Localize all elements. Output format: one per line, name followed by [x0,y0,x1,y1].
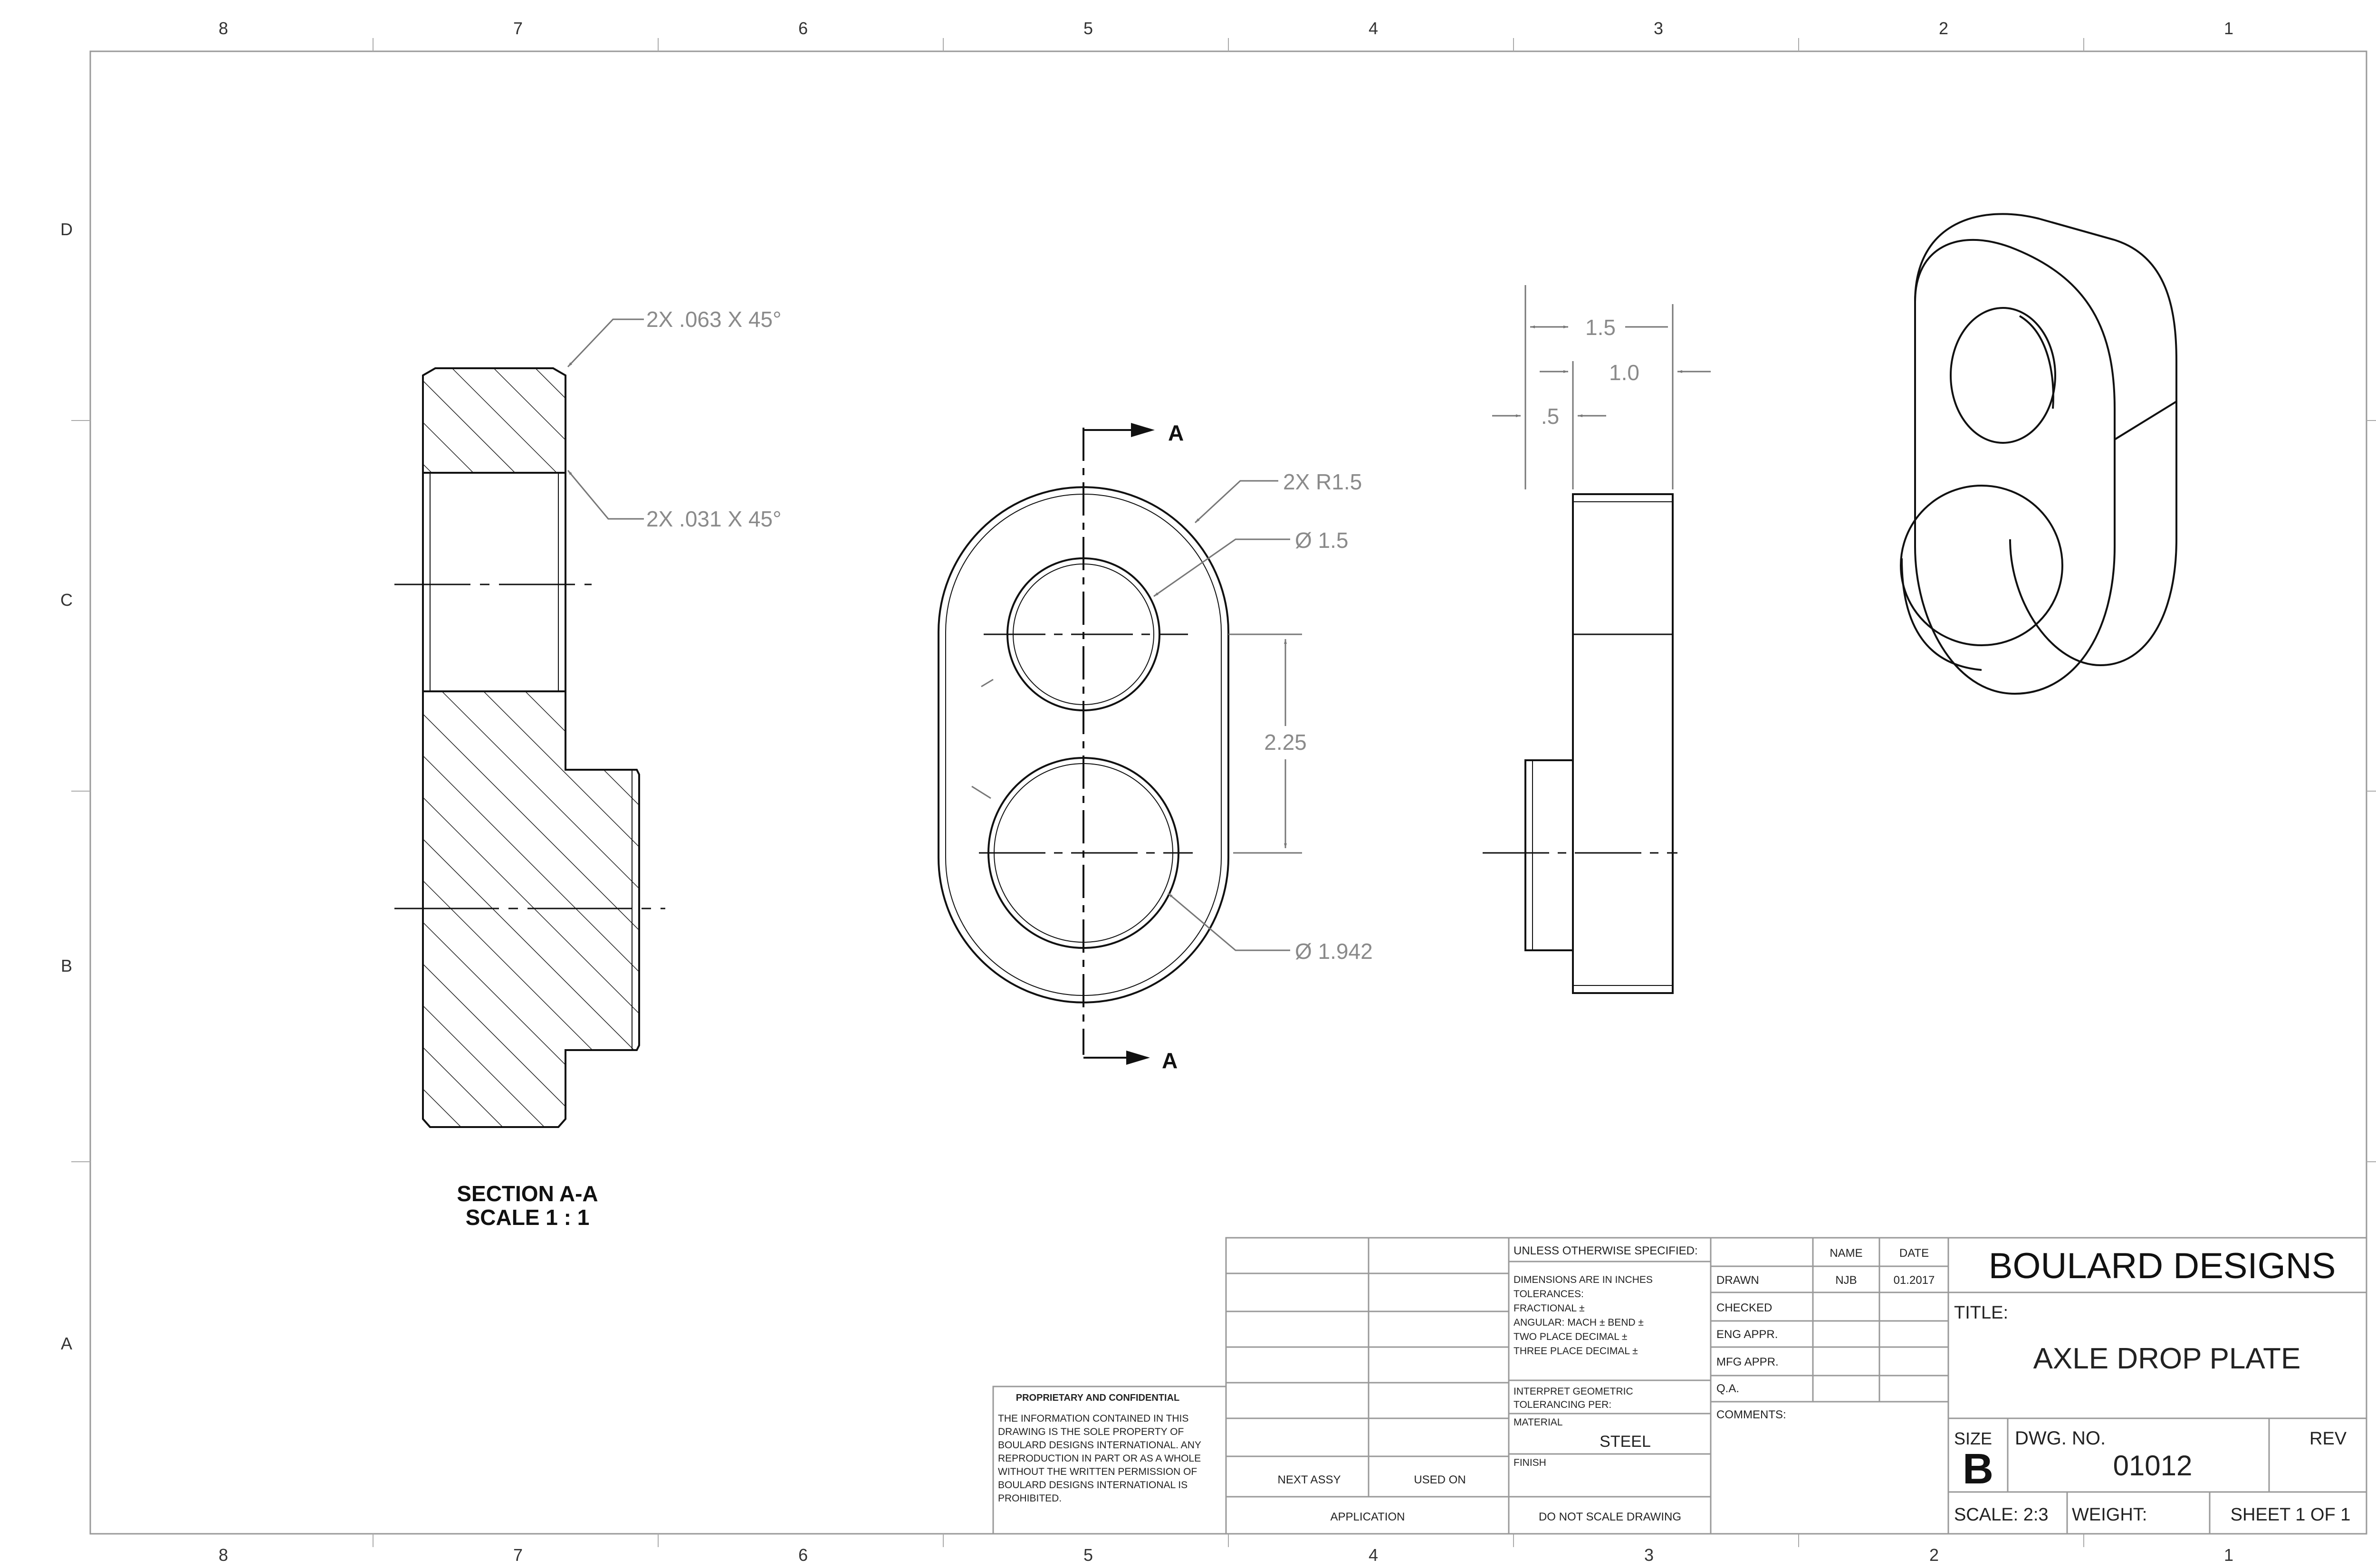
zone-col-bottom: 5 [1083,1545,1093,1565]
interpret-line: INTERPRET GEOMETRIC [1514,1386,1633,1397]
comments-label: COMMENTS: [1716,1408,1786,1421]
section-title: SECTION A-A [457,1181,598,1206]
chamfer-outer-label: 2X .063 X 45° [646,307,781,332]
section-scale: SCALE 1 : 1 [466,1205,590,1230]
zone-col-top: 8 [219,19,228,38]
proprietary-line: WITHOUT THE WRITTEN PERMISSION OF [998,1466,1197,1477]
application-label: APPLICATION [1331,1511,1405,1523]
front-view: A A 2X R1.5 Ø 1.5 2.25 Ø 1.942 [938,421,1373,1073]
sheet-value: SHEET 1 OF 1 [2231,1505,2351,1525]
side-plate [1572,493,1674,994]
mfg-appr-label: MFG APPR. [1716,1356,1779,1368]
eng-appr-label: ENG APPR. [1716,1328,1778,1341]
section-view: 2X .063 X 45° 2X .031 X 45° SECTION A-A … [394,307,781,1230]
isometric-view [1900,213,2177,695]
proprietary-line: DRAWING IS THE SOLE PROPERTY OF [998,1426,1184,1437]
weight-label: WEIGHT: [2072,1505,2147,1525]
cut-label-top: A [1168,421,1184,445]
drawn-label: DRAWN [1716,1274,1759,1287]
plate-outline-outer [938,486,1229,1004]
qa-label: Q.A. [1716,1382,1739,1395]
zone-col-bottom: 4 [1369,1545,1378,1565]
name-header: NAME [1830,1247,1862,1260]
zone-col-bottom: 7 [513,1545,523,1565]
zone-col-bottom: 6 [798,1545,808,1565]
drawing-title: AXLE DROP PLATE [2033,1342,2301,1375]
iso-boss [1900,485,2063,646]
title-block: UNLESS OTHERWISE SPECIFIED: DIMENSIONS A… [1225,1237,2367,1535]
dims-line: ANGULAR: MACH ± BEND ± [1514,1317,1644,1328]
zone-row-left: A [61,1334,72,1353]
cut-label-bottom: A [1162,1048,1178,1073]
section-upper-body [422,367,566,474]
zone-col-top: 4 [1369,19,1378,38]
large-hole-label: Ø 1.942 [1295,939,1373,964]
size-value: B [1963,1445,1993,1493]
center-distance-label: 2.25 [1264,730,1307,755]
proprietary-title: PROPRIETARY AND CONFIDENTIAL [1016,1393,1179,1403]
proprietary-line: BOULARD DESIGNS INTERNATIONAL IS [998,1480,1188,1491]
proprietary-line: BOULARD DESIGNS INTERNATIONAL. ANY [998,1440,1201,1451]
section-bore [422,472,566,692]
drawn-name: NJB [1835,1274,1857,1287]
boss-width-label: .5 [1541,404,1559,429]
zone-row-left: B [61,956,72,975]
zone-col-top: 7 [513,19,523,38]
zone-col-top: 2 [1939,19,1948,38]
material-value: STEEL [1600,1433,1651,1451]
proprietary-line: PROHIBITED. [998,1493,1062,1504]
drawn-date: 01.2017 [1894,1274,1935,1287]
iso-hole [1950,307,2056,444]
company-name: BOULARD DESIGNS [1989,1246,2336,1286]
zone-row-left: C [60,590,73,610]
plate-outline-inner [945,494,1222,996]
size-label: SIZE [1954,1429,1992,1448]
proprietary-line: THE INFORMATION CONTAINED IN THIS [998,1413,1188,1424]
material-label: MATERIAL [1514,1417,1562,1428]
zone-row-left: D [60,220,73,239]
dims-line: THREE PLACE DECIMAL ± [1514,1346,1638,1357]
zone-col-bottom: 8 [219,1545,228,1565]
side-boss [1524,759,1574,951]
iso-back-face [1914,213,2177,667]
proprietary-box: PROPRIETARY AND CONFIDENTIAL THE INFORMA… [992,1386,1227,1535]
dims-line: TOLERANCES: [1514,1289,1584,1300]
zone-col-top: 5 [1083,19,1093,38]
side-view: 1.5 1.0 .5 [1483,285,1711,994]
dwg-no-value: 01012 [2113,1450,2193,1482]
dims-line: DIMENSIONS ARE IN INCHES [1514,1274,1653,1285]
plate-width-label: 1.0 [1609,360,1639,385]
sheet-border [71,38,2376,1547]
finish-label: FINISH [1514,1457,1546,1468]
next-assy-label: NEXT ASSY [1278,1473,1341,1486]
zone-col-bottom: 2 [1929,1545,1939,1565]
iso-front-face [1914,239,2116,695]
zone-col-top: 6 [798,19,808,38]
small-hole-label: Ø 1.5 [1295,528,1349,553]
dims-line: FRACTIONAL ± [1514,1303,1585,1314]
zone-col-top: 3 [1654,19,1663,38]
unless-label: UNLESS OTHERWISE SPECIFIED: [1514,1244,1698,1257]
dwg-no-label: DWG. NO. [2015,1428,2106,1449]
zone-col-top: 1 [2224,19,2233,38]
radius-label: 2X R1.5 [1283,469,1362,494]
checked-label: CHECKED [1716,1301,1772,1314]
interpret-line: TOLERANCING PER: [1514,1399,1611,1410]
zone-col-bottom: 1 [2224,1545,2233,1565]
scale-value: SCALE: 2:3 [1954,1505,2049,1525]
dims-line: TWO PLACE DECIMAL ± [1514,1331,1627,1342]
overall-width-label: 1.5 [1585,315,1616,340]
title-label: TITLE: [1954,1303,2008,1323]
zone-labels: 8 7 6 5 4 3 2 1 8 7 6 5 4 3 2 1 D C B A … [60,19,2233,1565]
rev-label: REV [2309,1429,2347,1449]
proprietary-line: REPRODUCTION IN PART OR AS A WHOLE [998,1453,1201,1464]
do-not-scale: DO NOT SCALE DRAWING [1539,1511,1681,1523]
chamfer-inner-label: 2X .031 X 45° [646,507,781,531]
zone-col-bottom: 3 [1644,1545,1654,1565]
date-header: DATE [1899,1247,1929,1260]
used-on-label: USED ON [1414,1473,1466,1486]
